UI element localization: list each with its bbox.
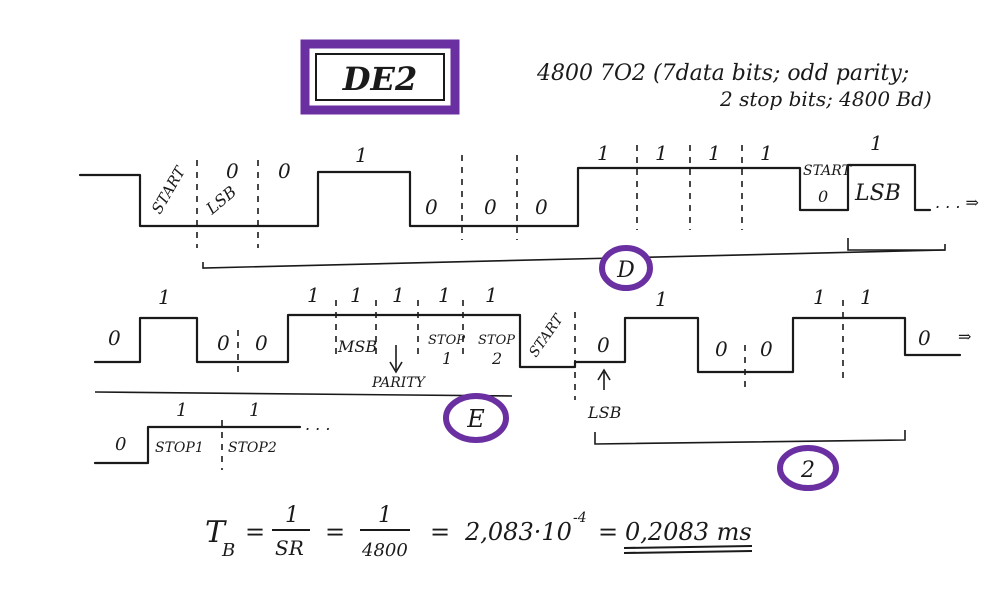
result-underline-1 <box>623 545 753 549</box>
row1-bit-5: 0 <box>535 195 548 219</box>
row1-brace <box>202 244 946 269</box>
formula-den2: 4800 <box>361 540 408 561</box>
header-line2: 2 stop bits; 4800 Bd) <box>719 87 932 111</box>
row2-right-bit-3: 1 <box>813 285 826 309</box>
row1-next-val: 1 <box>870 131 883 155</box>
lsb-arrowhead <box>597 368 611 381</box>
formula-eq-3: = <box>430 518 450 546</box>
row2-right-bit-4: 1 <box>860 285 873 309</box>
row1-bit-2: 1 <box>355 143 368 167</box>
row2-brace-e <box>94 391 513 397</box>
row2-one-5: 1 <box>485 283 498 307</box>
row2-dividers <box>237 300 844 400</box>
row2-stop2-label: STOP <box>478 333 515 348</box>
formula-eq-4: = <box>598 518 618 546</box>
row1-next-lsb: LSB <box>854 181 901 206</box>
row3-dots: . . . <box>305 415 330 434</box>
row1-bit-4: 0 <box>484 195 497 219</box>
row1-dividers <box>196 145 743 248</box>
formula-num1: 1 <box>285 503 299 528</box>
row1-bit-6: 1 <box>597 141 610 165</box>
row3-one-b: 1 <box>249 400 260 421</box>
row3-signal <box>93 425 302 465</box>
group-e-marker: E <box>443 393 509 443</box>
page-title: DE2 <box>342 60 417 98</box>
row1-lsb-label: LSB <box>202 182 241 219</box>
row1-next-start: START <box>803 163 853 179</box>
row2-stop2-num: 2 <box>491 349 502 368</box>
row2-stop1-num: 1 <box>442 349 452 368</box>
row1-bit-7: 1 <box>655 141 668 165</box>
svg-text:E: E <box>466 405 485 433</box>
formula-exponent: -4 <box>573 510 587 526</box>
row3-stop1: STOP1 <box>155 440 204 456</box>
svg-text:D: D <box>616 258 635 283</box>
row2-one-4: 1 <box>438 283 451 307</box>
row2-dots: ⇒ <box>958 327 971 346</box>
row2-right-bit-0: 1 <box>655 287 668 311</box>
row3-one-a: 1 <box>176 400 187 421</box>
svg-text:2: 2 <box>800 458 815 483</box>
bit-time-formula: T B = 1 SR = 1 4800 = 2,083·10 -4 = 0,20… <box>205 503 753 561</box>
row2-parity-label: PARITY <box>371 375 427 391</box>
row1-start-label: START <box>148 163 190 217</box>
row1-bit-8: 1 <box>708 141 721 165</box>
group-d-marker: D <box>599 245 653 291</box>
formula-result1: 2,083·10 <box>464 518 572 546</box>
row2-brace-2 <box>594 430 906 445</box>
row2-right-bit-5: 0 <box>918 326 931 350</box>
row3-bit-0: 0 <box>115 434 126 455</box>
row2-bit-d: 0 <box>255 331 268 355</box>
row1-dots: . . . ⇒ <box>935 193 979 212</box>
row1-next-start-val: 0 <box>818 187 828 206</box>
row3-stop2: STOP2 <box>228 440 277 456</box>
formula-t: T <box>205 515 227 550</box>
group-2-marker: 2 <box>777 445 839 491</box>
formula-eq-2: = <box>325 518 345 546</box>
row2-right-bit-1: 0 <box>715 337 728 361</box>
row1-bit-1: 0 <box>278 159 291 183</box>
parity-arrowhead <box>389 361 403 374</box>
formula-result2: 0,2083 ms <box>625 518 752 546</box>
row2-bit-b: 1 <box>158 285 171 309</box>
row2-one-2: 1 <box>350 283 363 307</box>
formula-eq-1: = <box>245 518 265 546</box>
formula-t-sub: B <box>221 540 235 561</box>
result-underline-2 <box>623 550 753 554</box>
row1-brace-next <box>847 238 945 251</box>
row1-bit-9: 1 <box>760 141 773 165</box>
row2-msb-label: MSB <box>337 337 377 356</box>
header-line1: 4800 7O2 (7data bits; odd parity; <box>536 61 909 86</box>
row1-bit-0: 0 <box>226 159 239 183</box>
title-box: DE2 <box>300 39 460 115</box>
formula-den1: SR <box>275 536 304 560</box>
row1-signal <box>78 163 932 228</box>
formula-num2: 1 <box>378 503 392 528</box>
row1-bit-3: 0 <box>425 195 438 219</box>
row2-bit-a: 0 <box>108 326 121 350</box>
row2-bit-c: 0 <box>217 331 230 355</box>
row2-stop1-label: STOP <box>428 333 465 348</box>
row2-one-3: 1 <box>392 283 405 307</box>
row2-right-bit-2: 0 <box>760 337 773 361</box>
row2-start-val: 0 <box>597 333 610 357</box>
row2-one-1: 1 <box>307 283 320 307</box>
row2-lsb-label: LSB <box>587 403 622 422</box>
row2-start-label: START <box>526 311 568 361</box>
